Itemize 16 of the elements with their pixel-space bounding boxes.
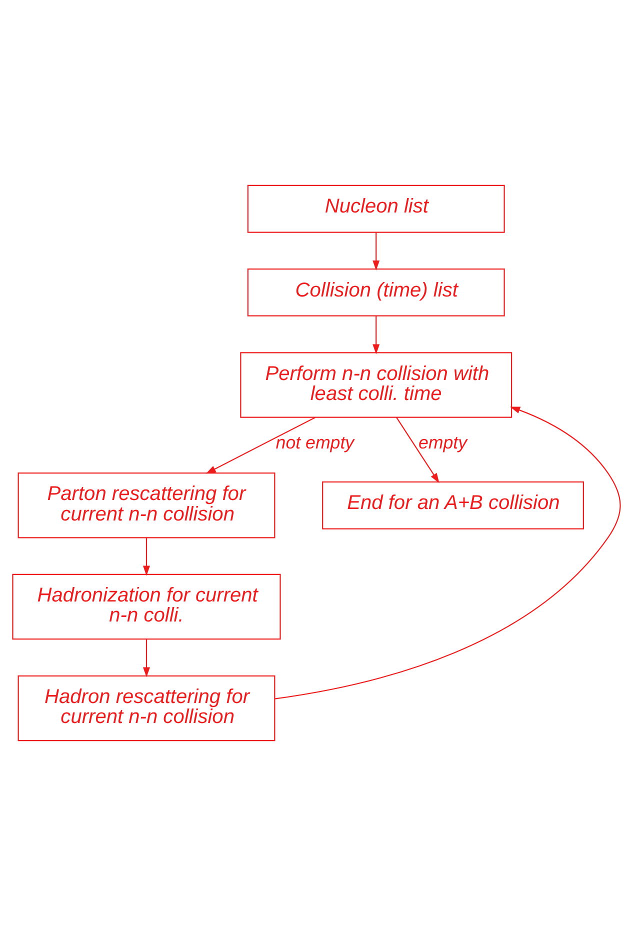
arrow: [372, 232, 380, 270]
node-box: Nucleon list: [247, 184, 505, 233]
node-box: Collision (time) list: [247, 268, 505, 316]
arrow: [396, 417, 440, 484]
node-box: Parton rescattering for current n-n collision: [18, 472, 276, 538]
node-box: End for an A+B collision: [322, 481, 584, 530]
edge-label: empty: [418, 432, 468, 452]
arrow: [206, 416, 316, 474]
node-box: Hadron rescattering for current n-n collision: [18, 675, 276, 742]
arrow: [142, 538, 150, 576]
edge-label: not empty: [276, 432, 354, 452]
arrow: [274, 406, 621, 700]
arrow: [372, 316, 380, 354]
node-box: Perform n-n collision with least colli. time: [240, 352, 512, 418]
arrow: [142, 639, 150, 678]
node-box: Hadronization for current n-n colli.: [12, 574, 281, 640]
